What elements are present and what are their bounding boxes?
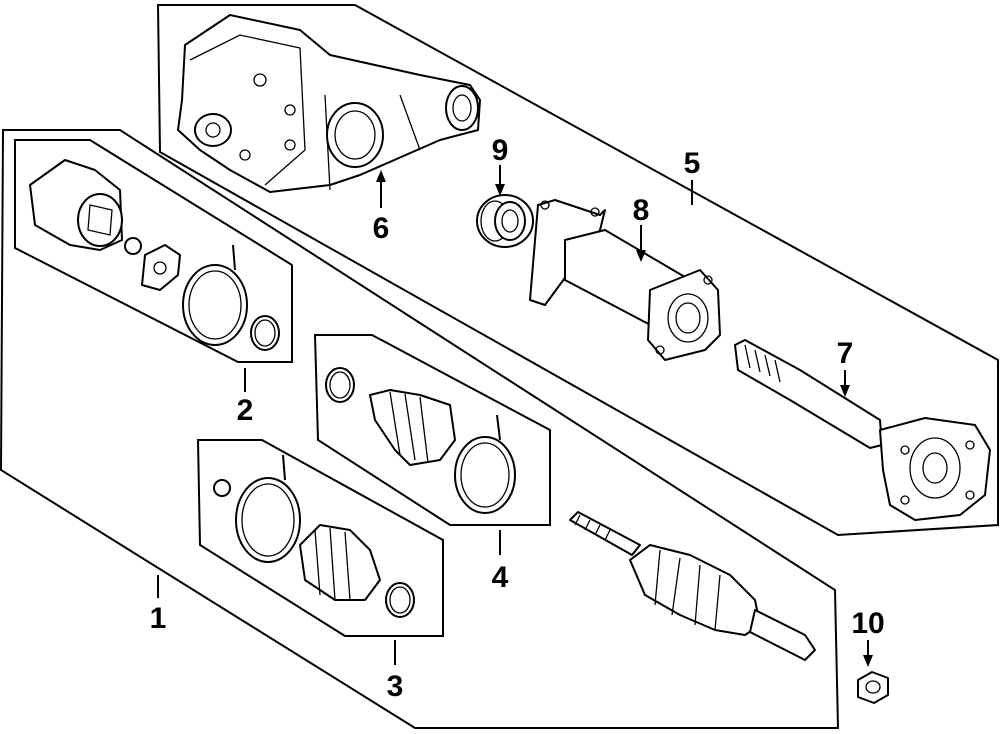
group-box-4 bbox=[313, 334, 551, 526]
boot-kit-3 bbox=[213, 454, 415, 618]
callout-1[interactable]: 1 bbox=[150, 602, 167, 635]
callout-8[interactable]: 8 bbox=[633, 194, 650, 227]
drive-shaft bbox=[569, 511, 816, 661]
rear-axle-shaft bbox=[734, 339, 991, 521]
callout-10[interactable]: 10 bbox=[851, 607, 884, 640]
seal bbox=[476, 194, 534, 248]
group-box-3 bbox=[196, 439, 444, 637]
arrow-7 bbox=[840, 385, 850, 397]
arrow-10 bbox=[863, 655, 873, 667]
callout-2[interactable]: 2 bbox=[237, 394, 254, 427]
callout-4[interactable]: 4 bbox=[492, 561, 509, 594]
arrow-9 bbox=[495, 184, 505, 196]
callout-9[interactable]: 9 bbox=[492, 134, 509, 167]
group-box-2 bbox=[14, 139, 293, 363]
arrow-6 bbox=[376, 170, 386, 182]
group-box-1 bbox=[0, 129, 840, 729]
callout-5[interactable]: 5 bbox=[684, 147, 701, 180]
arrow-8 bbox=[636, 250, 646, 262]
callout-3[interactable]: 3 bbox=[387, 670, 404, 703]
callout-7[interactable]: 7 bbox=[837, 337, 854, 370]
axle-nut bbox=[857, 671, 889, 704]
differential-housing bbox=[177, 14, 481, 193]
cv-joint-kit-2 bbox=[29, 159, 280, 351]
boot-kit-4 bbox=[325, 367, 516, 514]
group-box-5 bbox=[156, 4, 999, 537]
housing-tube bbox=[529, 199, 721, 361]
callout-6[interactable]: 6 bbox=[373, 212, 390, 245]
